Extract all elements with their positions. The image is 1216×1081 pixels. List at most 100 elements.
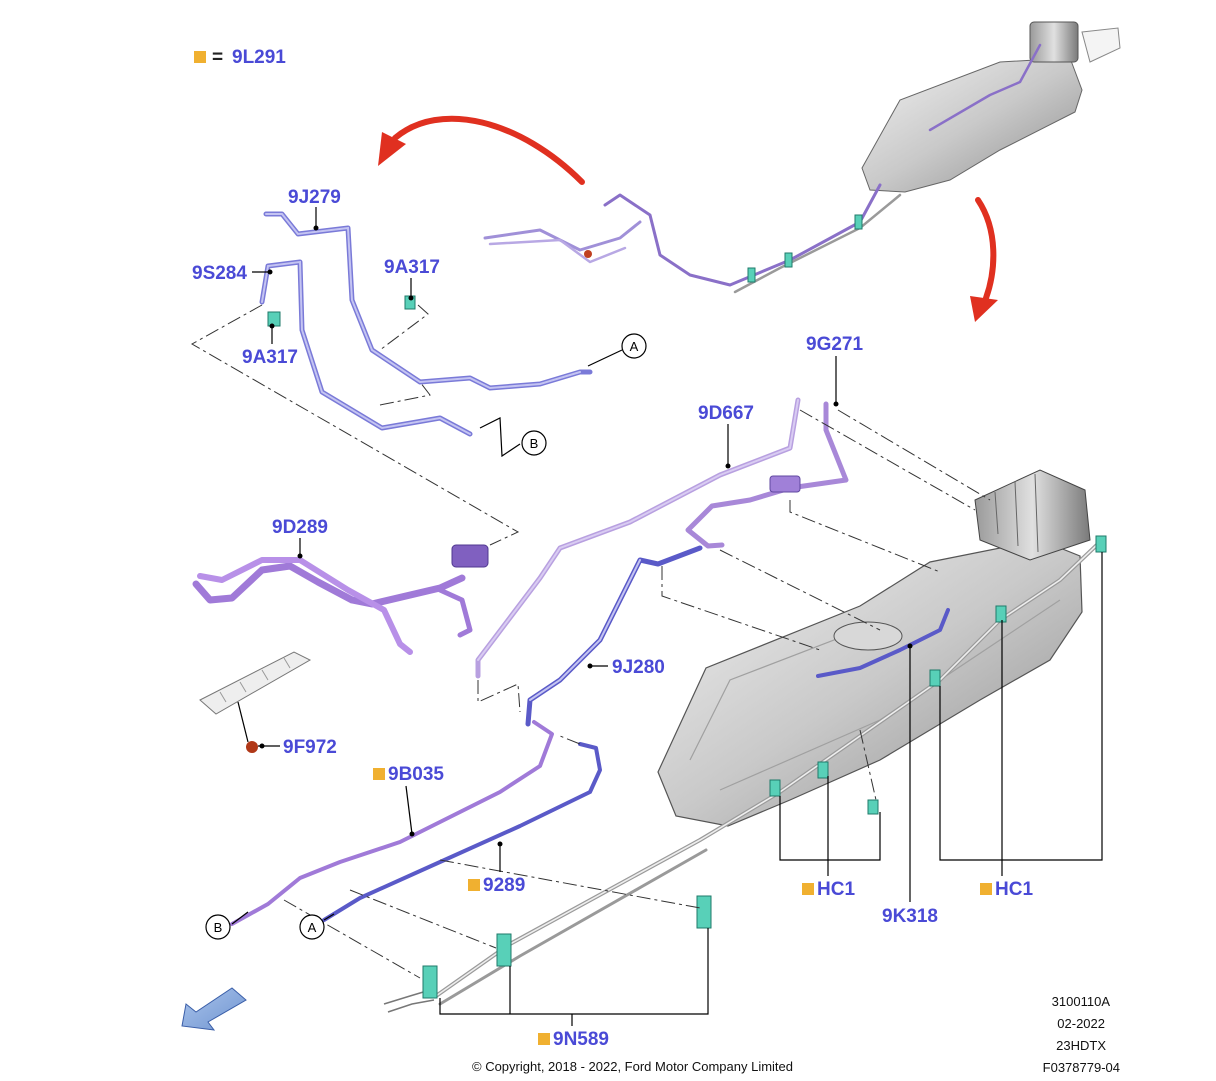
- label-hc1-a: HC1: [817, 879, 855, 900]
- dashdot-b: [283, 899, 421, 979]
- ref-line-2: 02-2022: [1057, 1016, 1105, 1031]
- overview-top-lines: [928, 43, 1042, 132]
- label-9g271: 9G271: [806, 334, 863, 355]
- callout-b-top: [521, 430, 547, 456]
- main-tubes: [230, 397, 1102, 1013]
- overview-lines: [603, 183, 882, 287]
- red-arrow-right: [975, 197, 997, 301]
- tube-9d289-c: [437, 587, 473, 638]
- tube-9s284-hi: [261, 260, 471, 435]
- upper-tube-set: [190, 211, 593, 546]
- valve-9g271: [769, 475, 801, 493]
- harness-9d289: [192, 544, 489, 655]
- tank-body: [657, 539, 1083, 827]
- leader-dot-9j280: [587, 663, 593, 669]
- leader-dot-9d289: [297, 553, 303, 559]
- leader-dot-9b035: [409, 831, 415, 837]
- label-9a317-left: 9A317: [242, 347, 298, 368]
- label-9d667: 9D667: [698, 403, 754, 424]
- overview-canister: [1029, 21, 1079, 63]
- dashdot-9j280b: [719, 549, 881, 631]
- label-9j280: 9J280: [612, 657, 665, 678]
- upper-dashdot: [190, 304, 520, 546]
- leader-lines: [231, 207, 1103, 1026]
- dashdot-9289b: [349, 889, 497, 949]
- callout-b-top-letter: B: [530, 436, 539, 451]
- label-9s284: 9S284: [192, 263, 247, 284]
- leader-callout-a-bottom: [323, 913, 335, 921]
- clip-9a317-left: [267, 311, 281, 327]
- overview-harness: [483, 220, 642, 252]
- leader-callout-b-bottom: [231, 911, 249, 925]
- clips: [422, 535, 1107, 999]
- dashdot-9k318: [859, 729, 877, 801]
- leader-dot-9j279: [313, 225, 319, 231]
- legend-equals: =: [212, 47, 223, 68]
- label-9289: 9289: [483, 875, 525, 896]
- ref-line-1: 3100110A: [1052, 994, 1111, 1009]
- red-arrow-left: [392, 115, 585, 185]
- label-9f972: 9F972: [283, 737, 337, 758]
- part-labels: 9J279 9S284 9A317 9A317 9G271 9D667 9D28…: [192, 187, 1033, 1050]
- label-9n589: 9N589: [553, 1029, 609, 1050]
- swatch-9n589: [538, 1033, 550, 1045]
- leader-hc1-b: [939, 552, 1103, 876]
- callouts: A B B A: [205, 333, 647, 940]
- callout-a-top: [621, 333, 647, 359]
- legend-swatch: [194, 51, 206, 63]
- leader-dot-9a317-left: [269, 323, 275, 329]
- ref-line-3: 23HDTX: [1056, 1038, 1106, 1053]
- callout-b-bottom: [205, 914, 231, 940]
- dashdot-9b035: [439, 859, 701, 909]
- canister-ribs: [994, 473, 1039, 553]
- leader-9f972-b: [237, 701, 249, 743]
- dashdot-9g271: [837, 409, 991, 501]
- dashdot-9j280: [661, 566, 821, 651]
- upper-dashdot-2: [379, 304, 429, 351]
- clip-9n589-3: [696, 895, 712, 929]
- main-dashdot: [283, 409, 991, 979]
- leader-dot-9289: [497, 841, 503, 847]
- overview-lines-2: [733, 193, 902, 294]
- leader-dot-9g271: [833, 401, 839, 407]
- red-arrow-left-head: [378, 132, 406, 166]
- leader-dot-9d667: [725, 463, 731, 469]
- swatch-hc1-b: [980, 883, 992, 895]
- overview-clip-3: [747, 267, 756, 283]
- overview-clip-2: [784, 252, 793, 268]
- label-hc1-b: HC1: [995, 879, 1033, 900]
- swatch-9b035: [373, 768, 385, 780]
- tube-feed-grey-2: [438, 848, 708, 1006]
- label-9k318: 9K318: [882, 906, 938, 927]
- callout-a-bottom: [299, 914, 325, 940]
- dashdot-9d667b: [477, 680, 521, 713]
- dashdot-valve: [789, 500, 941, 573]
- clip-hc1-3: [867, 799, 879, 815]
- upper-dashdot-3: [379, 381, 431, 406]
- leader-hc1-a: [779, 776, 881, 876]
- bracket-9f972-ribs: [219, 657, 291, 703]
- canister: [974, 469, 1091, 561]
- footer: © Copyright, 2018 - 2022, Ford Motor Com…: [472, 994, 1120, 1075]
- overview-bracket: [1081, 27, 1121, 63]
- direction-arrow-icon: [181, 987, 247, 1031]
- fuel-tank: [657, 469, 1091, 827]
- swatch-hc1-a: [802, 883, 814, 895]
- clip-hc1-2: [817, 761, 829, 779]
- ref-line-4: F0378779-04: [1043, 1060, 1120, 1075]
- leader-callout-a-top: [587, 349, 623, 367]
- tube-9d667-hi: [477, 399, 799, 661]
- label-9d289: 9D289: [272, 517, 328, 538]
- clip-9n589-1: [422, 965, 438, 999]
- tube-9b035: [230, 720, 554, 926]
- clip-hc1-1: [769, 779, 781, 797]
- red-arrows: [378, 115, 998, 322]
- dashdot-9d667: [799, 409, 976, 511]
- overview-tank: [861, 57, 1083, 193]
- bracket-9f972-body: [199, 651, 312, 715]
- sensor-9f972: [246, 741, 258, 753]
- tube-9d289-a: [192, 562, 466, 608]
- tube-9g271: [685, 401, 849, 549]
- overview-harness-2: [488, 238, 627, 264]
